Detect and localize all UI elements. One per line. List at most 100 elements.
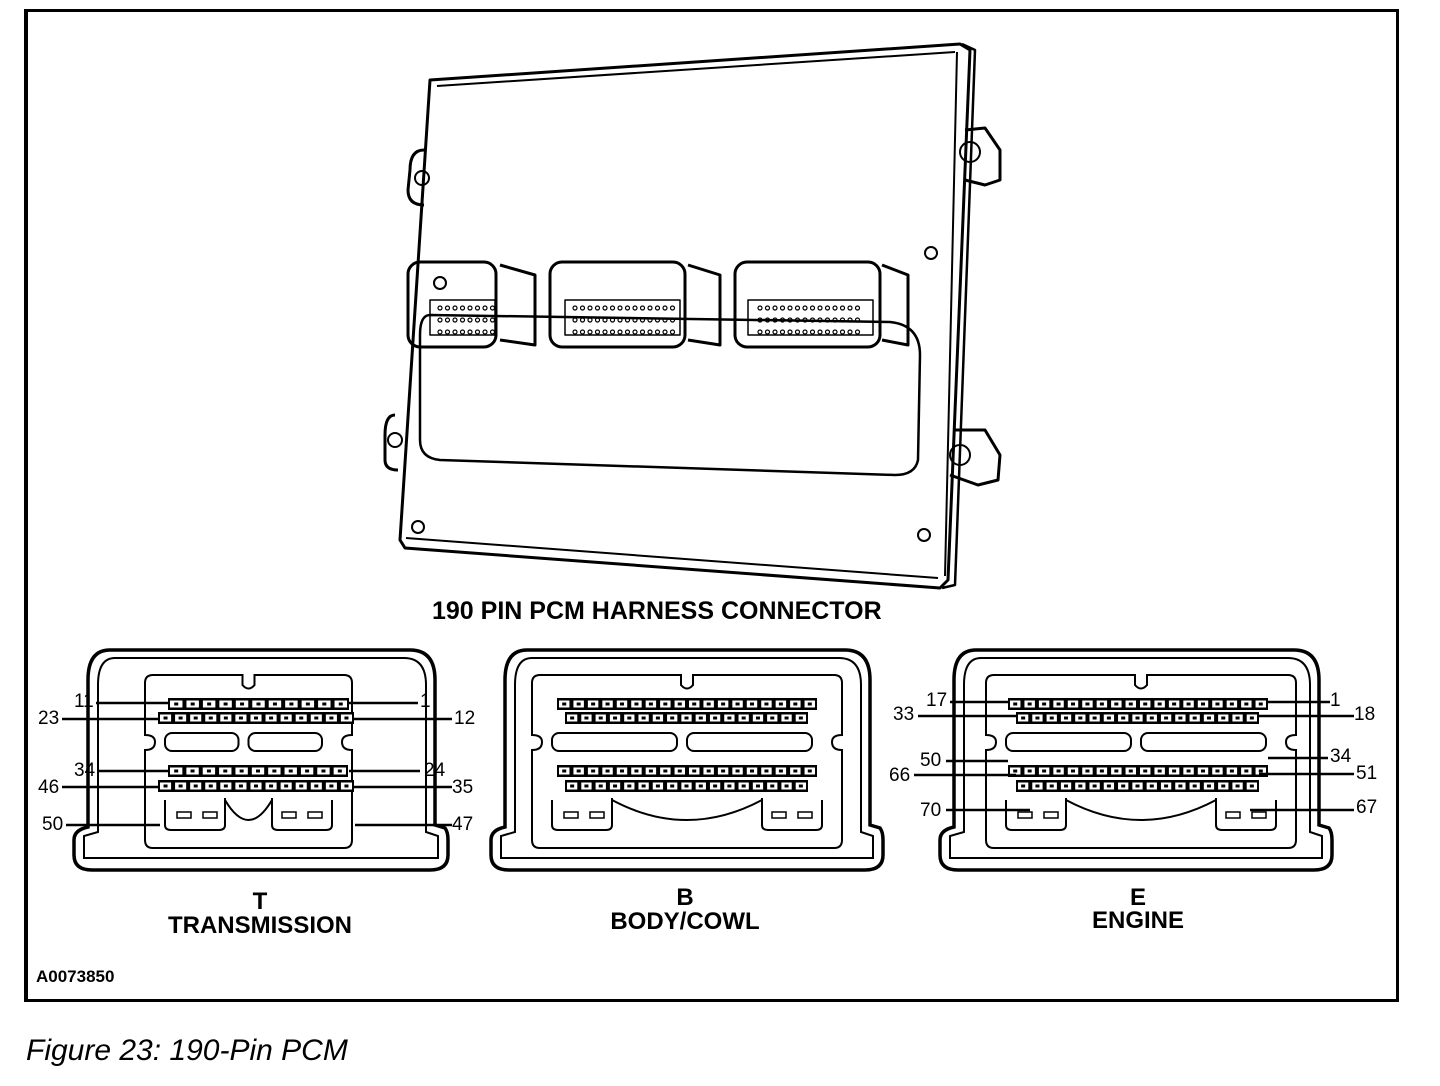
pin-terminal (1221, 784, 1226, 788)
pin-terminal (778, 769, 783, 773)
connector-name-engine: ENGINE (1091, 907, 1184, 934)
plug-pin (594, 317, 601, 323)
connector-face-body-cowl (489, 648, 885, 872)
plug-pin (669, 329, 676, 335)
plug-pin (839, 305, 846, 311)
mounting-ear (949, 428, 1002, 487)
pin-terminal (721, 702, 726, 706)
pin-terminal (641, 784, 646, 788)
pin-terminal (727, 716, 732, 720)
pin-terminal (713, 716, 718, 720)
plug-pin (809, 329, 816, 335)
plug-pin (632, 329, 638, 335)
pin-terminal (1042, 702, 1047, 706)
plug-pin (847, 317, 853, 323)
pin-terminal (284, 784, 289, 788)
pin-terminal (1235, 784, 1240, 788)
pin-terminal (755, 716, 760, 720)
mounting-ear (964, 126, 1002, 187)
plug-pin (437, 329, 443, 335)
plug-pin (452, 317, 458, 323)
pin-terminal (223, 784, 228, 788)
plug-pin (467, 305, 473, 311)
pin-terminal (1027, 769, 1032, 773)
pin-terminal (1206, 716, 1211, 720)
pin-terminal (764, 769, 769, 773)
plug-pin (594, 329, 601, 335)
pin-terminal (755, 784, 760, 788)
plug-pin (609, 305, 616, 311)
pin-terminal (1035, 716, 1040, 720)
pin-terminal (1249, 716, 1254, 720)
plug-pin (662, 329, 668, 335)
plug-pin (647, 317, 653, 323)
pin-terminal (288, 769, 293, 773)
plug-pin (847, 305, 853, 311)
pin-terminal (1121, 784, 1126, 788)
plug-pin (779, 317, 786, 323)
pin-terminal (329, 784, 334, 788)
pin-label: 67 (1356, 797, 1378, 818)
pin-terminal (239, 769, 244, 773)
pin-terminal (223, 769, 228, 773)
pin-label: 12 (454, 708, 476, 729)
pin-terminal (314, 716, 319, 720)
pin-terminal (322, 702, 327, 706)
plug-pin (647, 329, 653, 335)
pin-terminal (1229, 769, 1234, 773)
pin-terminal (1235, 716, 1240, 720)
plug-pin (624, 329, 631, 335)
plug-pin (624, 305, 631, 311)
pin-terminal (329, 716, 334, 720)
pin-terminal (337, 769, 342, 773)
pin-terminal (178, 784, 183, 788)
plug-pin (572, 317, 578, 323)
pin-terminal (1013, 702, 1018, 706)
pin-terminal (1092, 784, 1097, 788)
pin-terminal (1221, 716, 1226, 720)
pin-terminal (620, 769, 624, 773)
pin-terminal (706, 769, 711, 773)
pin-terminal (613, 716, 618, 720)
pin-label: 1 (1330, 690, 1341, 711)
plug-pin (802, 317, 808, 323)
pin-terminal (1071, 702, 1075, 706)
pin-terminal (655, 784, 660, 788)
pin-terminal (272, 769, 277, 773)
pin-terminal (584, 716, 589, 720)
plug-pin (474, 317, 481, 323)
plug-pin (669, 317, 676, 323)
pin-terminal (163, 784, 168, 788)
pin-terminal (1206, 784, 1211, 788)
plug-pin (662, 305, 668, 311)
pin-terminal (344, 716, 349, 720)
plug-pin (662, 317, 668, 323)
pin-terminal (1085, 769, 1090, 773)
pin-terminal (562, 702, 567, 706)
pin-terminal (344, 784, 349, 788)
pin-terminal (207, 702, 212, 706)
plug-pin (624, 317, 631, 323)
pin-terminal (1056, 702, 1061, 706)
pin-terminal (1258, 702, 1263, 706)
pin-terminal (254, 784, 258, 788)
plug-pin (482, 305, 488, 311)
pin-terminal (698, 716, 703, 720)
pin-terminal (576, 769, 581, 773)
pin-terminal (1121, 716, 1126, 720)
pin-terminal (670, 716, 675, 720)
pin-terminal (793, 769, 798, 773)
plug-pin (764, 305, 771, 311)
plug-pin (757, 317, 763, 323)
pin-terminal (1186, 769, 1191, 773)
plug-pin (437, 305, 443, 311)
pin-terminal (1157, 702, 1162, 706)
pin-terminal (1172, 702, 1177, 706)
pin-terminal (670, 784, 675, 788)
pin-terminal (627, 784, 632, 788)
diagram-title: 190 PIN PCM HARNESS CONNECTOR (432, 597, 882, 625)
pin-terminal (1201, 702, 1205, 706)
plug-pin (757, 305, 763, 311)
plug-pin (839, 317, 846, 323)
pin-terminal (721, 769, 726, 773)
